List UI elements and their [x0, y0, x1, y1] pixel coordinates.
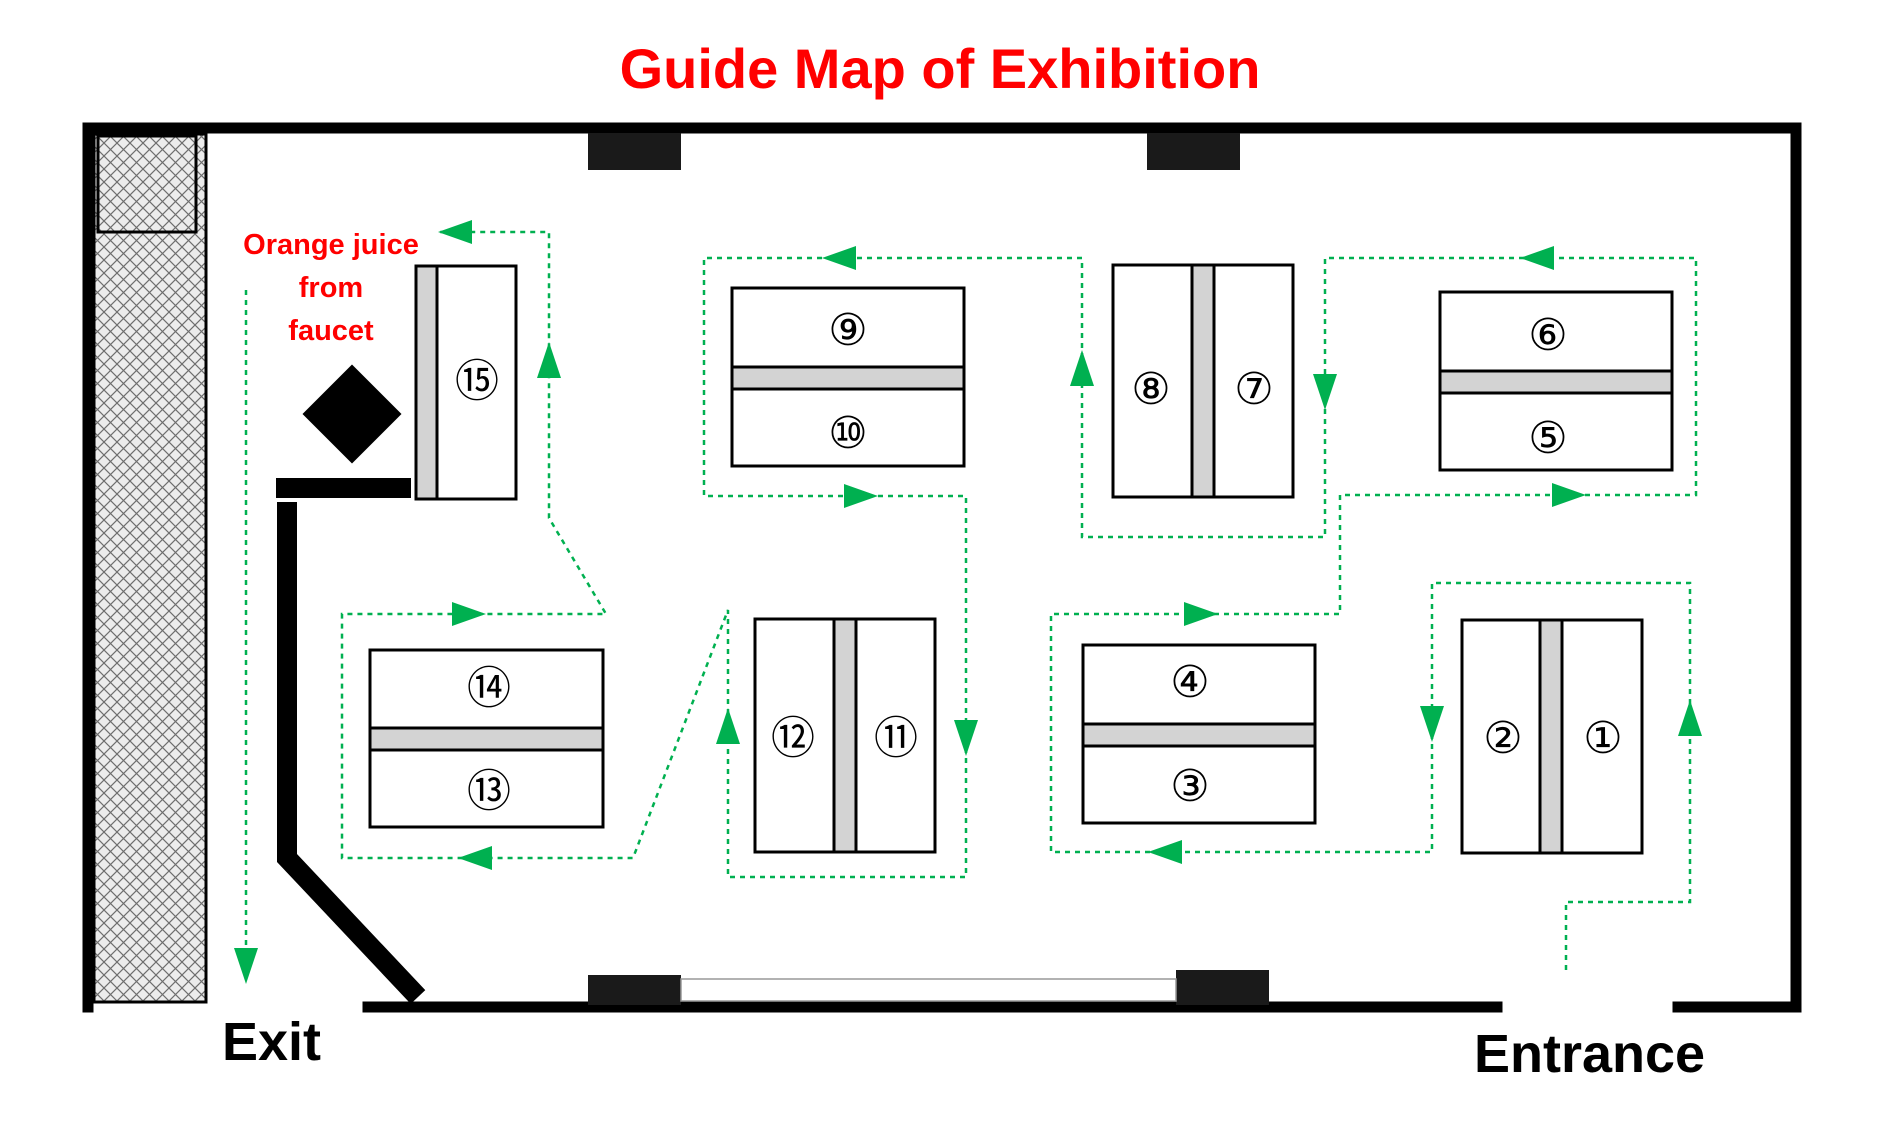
booth-11: ⑪: [874, 713, 918, 764]
window: [680, 978, 1177, 1002]
booth-group-13-14: ⑭ ⑬: [368, 648, 605, 829]
route-arrow-icon: [1678, 700, 1702, 736]
booth-group-9-10: ⑨ ⑩: [730, 286, 966, 468]
booth-12: ⑫: [771, 713, 815, 764]
partition-walls: [276, 478, 426, 1004]
orange-juice-label-line: faucet: [288, 315, 374, 347]
booth-1: ①: [1583, 713, 1622, 764]
booth-group-5-6: ⑥ ⑤: [1438, 290, 1674, 472]
pillars: [588, 133, 1269, 1005]
route-arrow-icon: [1070, 350, 1094, 386]
booth-9: ⑨: [828, 305, 867, 356]
route-arrow-icon: [234, 948, 258, 984]
orange-juice-faucet-icon: [302, 364, 402, 464]
route-arrow-icon: [1552, 483, 1586, 507]
route-arrow-icon: [1520, 246, 1554, 270]
booth-10: ⑩: [828, 408, 867, 459]
booth-5: ⑤: [1528, 413, 1567, 464]
map-title: Guide Map of Exhibition: [619, 37, 1261, 100]
route-arrow-icon: [716, 708, 740, 744]
orange-juice-label-line: from: [298, 272, 364, 304]
pillar: [1176, 970, 1269, 1005]
orange-juice-label-line: Orange juice: [243, 229, 419, 261]
route-arrows: [234, 220, 1702, 984]
route-arrow-icon: [458, 846, 492, 870]
booth-6: ⑥: [1528, 310, 1567, 361]
booths: ② ① ④ ③ ⑥ ⑤ ⑧ ⑦ ⑨ ⑩: [368, 263, 1674, 855]
booth-15: ⑮: [455, 356, 499, 407]
route-arrow-icon: [822, 246, 856, 270]
booth-13: ⑬: [467, 766, 511, 817]
booth-2: ②: [1483, 713, 1522, 764]
wall-left-top-right: [82, 122, 1802, 1013]
route-arrow-icon: [537, 342, 561, 378]
booth-group-3-4: ④ ③: [1081, 643, 1317, 825]
pillar: [1147, 133, 1240, 170]
booth-14: ⑭: [467, 663, 511, 714]
hatched-area: [92, 132, 208, 1004]
entrance-label: Entrance: [1474, 1024, 1706, 1084]
exit-label: Exit: [222, 1012, 322, 1072]
orange-juice-label: Orange juice from faucet: [216, 224, 446, 353]
route-path: [340, 230, 1698, 970]
route-arrow-icon: [844, 484, 878, 508]
booth-8: ⑧: [1131, 364, 1170, 415]
booth-group-7-8: ⑧ ⑦: [1111, 263, 1295, 499]
route-arrow-icon: [1420, 706, 1444, 742]
booth-4: ④: [1170, 657, 1209, 708]
route-arrow-icon: [954, 720, 978, 756]
partition-wall: [276, 478, 411, 498]
route-arrow-icon: [1184, 602, 1218, 626]
route-arrow-icon: [438, 220, 472, 244]
pillar: [588, 133, 681, 170]
visitor-route: [244, 230, 1698, 980]
outer-walls: [82, 122, 1802, 1013]
booth-group-1-2: ② ①: [1460, 618, 1644, 855]
booth-3: ③: [1170, 761, 1209, 812]
hatched-box: [96, 134, 198, 234]
booth-group-15: ⑮: [414, 264, 518, 501]
route-arrow-icon: [1148, 840, 1182, 864]
pillar: [588, 975, 681, 1005]
route-arrow-icon: [1313, 374, 1337, 410]
booth-group-11-12: ⑫ ⑪: [753, 617, 937, 854]
route-arrow-icon: [452, 602, 486, 626]
partition-wall: [277, 502, 426, 1004]
booth-7: ⑦: [1234, 364, 1273, 415]
